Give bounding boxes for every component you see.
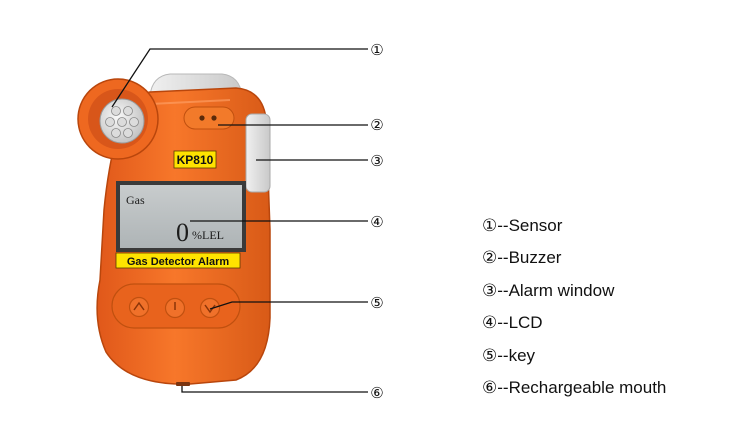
leader-line-5	[209, 301, 368, 310]
key-up[interactable]	[128, 296, 150, 318]
legend-item-sensor: ①--Sensor	[482, 216, 563, 235]
lcd-screen: Gas 0 %LEL	[116, 181, 246, 252]
callout-1: ①	[370, 41, 383, 59]
keypad	[111, 283, 241, 329]
leader-line-1	[111, 48, 368, 108]
callouts: ① ② ③ ④ ⑤ ⑥	[370, 41, 383, 402]
lcd-gas-label: Gas	[126, 193, 145, 207]
alarm-window	[245, 113, 271, 193]
callout-6: ⑥	[370, 384, 383, 402]
banner-label: Gas Detector Alarm	[115, 252, 241, 269]
callout-3: ③	[370, 152, 383, 170]
model-text: KP810	[177, 153, 214, 167]
legend-item-alarm-window: ③--Alarm window	[482, 280, 615, 300]
key-power[interactable]	[164, 297, 186, 319]
model-label: KP810	[173, 150, 217, 169]
leader-line-6	[181, 386, 368, 393]
callout-5: ⑤	[370, 294, 383, 312]
banner-text: Gas Detector Alarm	[127, 256, 230, 268]
key-down[interactable]	[199, 297, 221, 319]
legend: ①--Sensor ②--Buzzer ③--Alarm window ④--L…	[482, 210, 666, 404]
callout-4: ④	[370, 213, 383, 231]
legend-item-rechargeable-mouth: ⑥--Rechargeable mouth	[482, 377, 667, 397]
legend-item-key: ⑤--key	[482, 345, 536, 365]
sensor-head	[77, 78, 159, 160]
charging-port	[176, 382, 190, 386]
lcd-reading: 0	[176, 218, 189, 247]
callout-2: ②	[370, 116, 383, 134]
buzzer	[183, 106, 235, 130]
lcd-unit: %LEL	[192, 228, 224, 242]
legend-item-lcd: ④--LCD	[482, 313, 543, 333]
legend-item-buzzer: ②--Buzzer	[482, 248, 562, 268]
leader-lines	[111, 48, 368, 393]
